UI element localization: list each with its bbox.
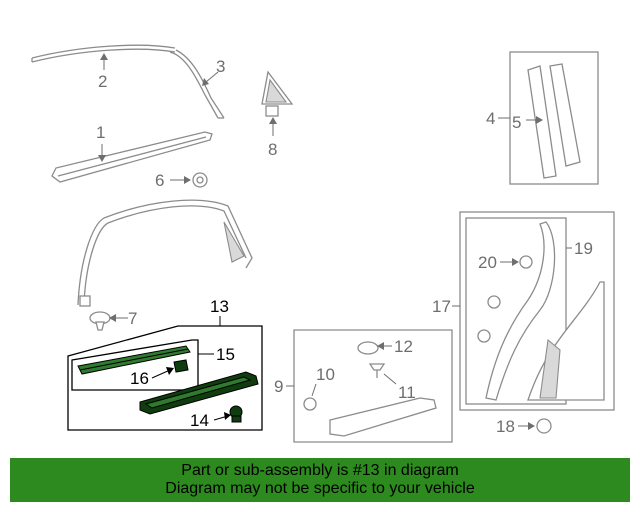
callout-6: 6 [155,171,164,190]
part-18-fastener [536,418,552,434]
callout-14[interactable]: 14 [190,411,209,430]
parts-diagram: 2 3 1 8 6 7 [31,44,615,443]
callout-4: 4 [486,109,495,128]
callout-11: 11 [398,383,416,402]
callout-9: 9 [274,377,283,396]
callout-8: 8 [268,140,277,159]
part-14-clip[interactable] [229,405,243,423]
callout-15[interactable]: 15 [216,345,235,364]
footer-banner: Part or sub-assembly is #13 in diagram D… [10,458,630,502]
part-20-clip [519,255,533,269]
leader-10 [311,383,317,397]
part-10-screw [303,397,317,411]
part-7-fastener [89,311,111,331]
part-13-outer-molding[interactable] [139,371,259,415]
callout-10: 10 [316,365,335,384]
leader-16 [151,369,171,379]
callout-3: 3 [216,57,225,76]
callout-7: 7 [128,309,137,328]
callout-2: 2 [98,72,107,91]
part-8-corner-piece [261,70,294,117]
part-19-pillar-trim [485,221,605,401]
callout-17: 17 [432,297,451,316]
footer-line-2: Diagram may not be specific to your vehi… [165,480,475,497]
box-13 [67,325,263,431]
part-2-roof-molding [31,44,176,63]
part-scuff-plate [329,397,437,437]
callout-5: 5 [512,113,521,132]
part-16-clip[interactable] [173,359,189,373]
box-15 [71,339,199,391]
leader-11 [383,373,397,385]
callout-16[interactable]: 16 [130,369,149,388]
part-5-pillar-garnish [527,63,581,179]
callout-18: 18 [496,417,515,436]
callout-13[interactable]: 13 [210,297,229,316]
callout-19: 19 [574,239,593,258]
leader-3 [205,71,219,83]
callout-1: 1 [96,123,105,142]
box-9 [293,329,453,443]
trim-clip-a [487,295,501,309]
footer-line-1: Part or sub-assembly is #13 in diagram [181,462,459,479]
part-6-clip [192,172,208,188]
part-1-belt-molding [51,131,213,183]
callout-20: 20 [478,253,497,272]
trim-clip-b [477,329,491,343]
part-3-pillar-molding [169,49,225,119]
door-frame-weatherstrip [77,199,253,307]
part-11-clip [368,363,386,378]
callout-12: 12 [394,337,413,356]
box-19 [465,217,567,405]
box-17 [459,211,615,411]
part-12-grommet [357,341,379,355]
part-15-molding[interactable] [77,345,191,375]
